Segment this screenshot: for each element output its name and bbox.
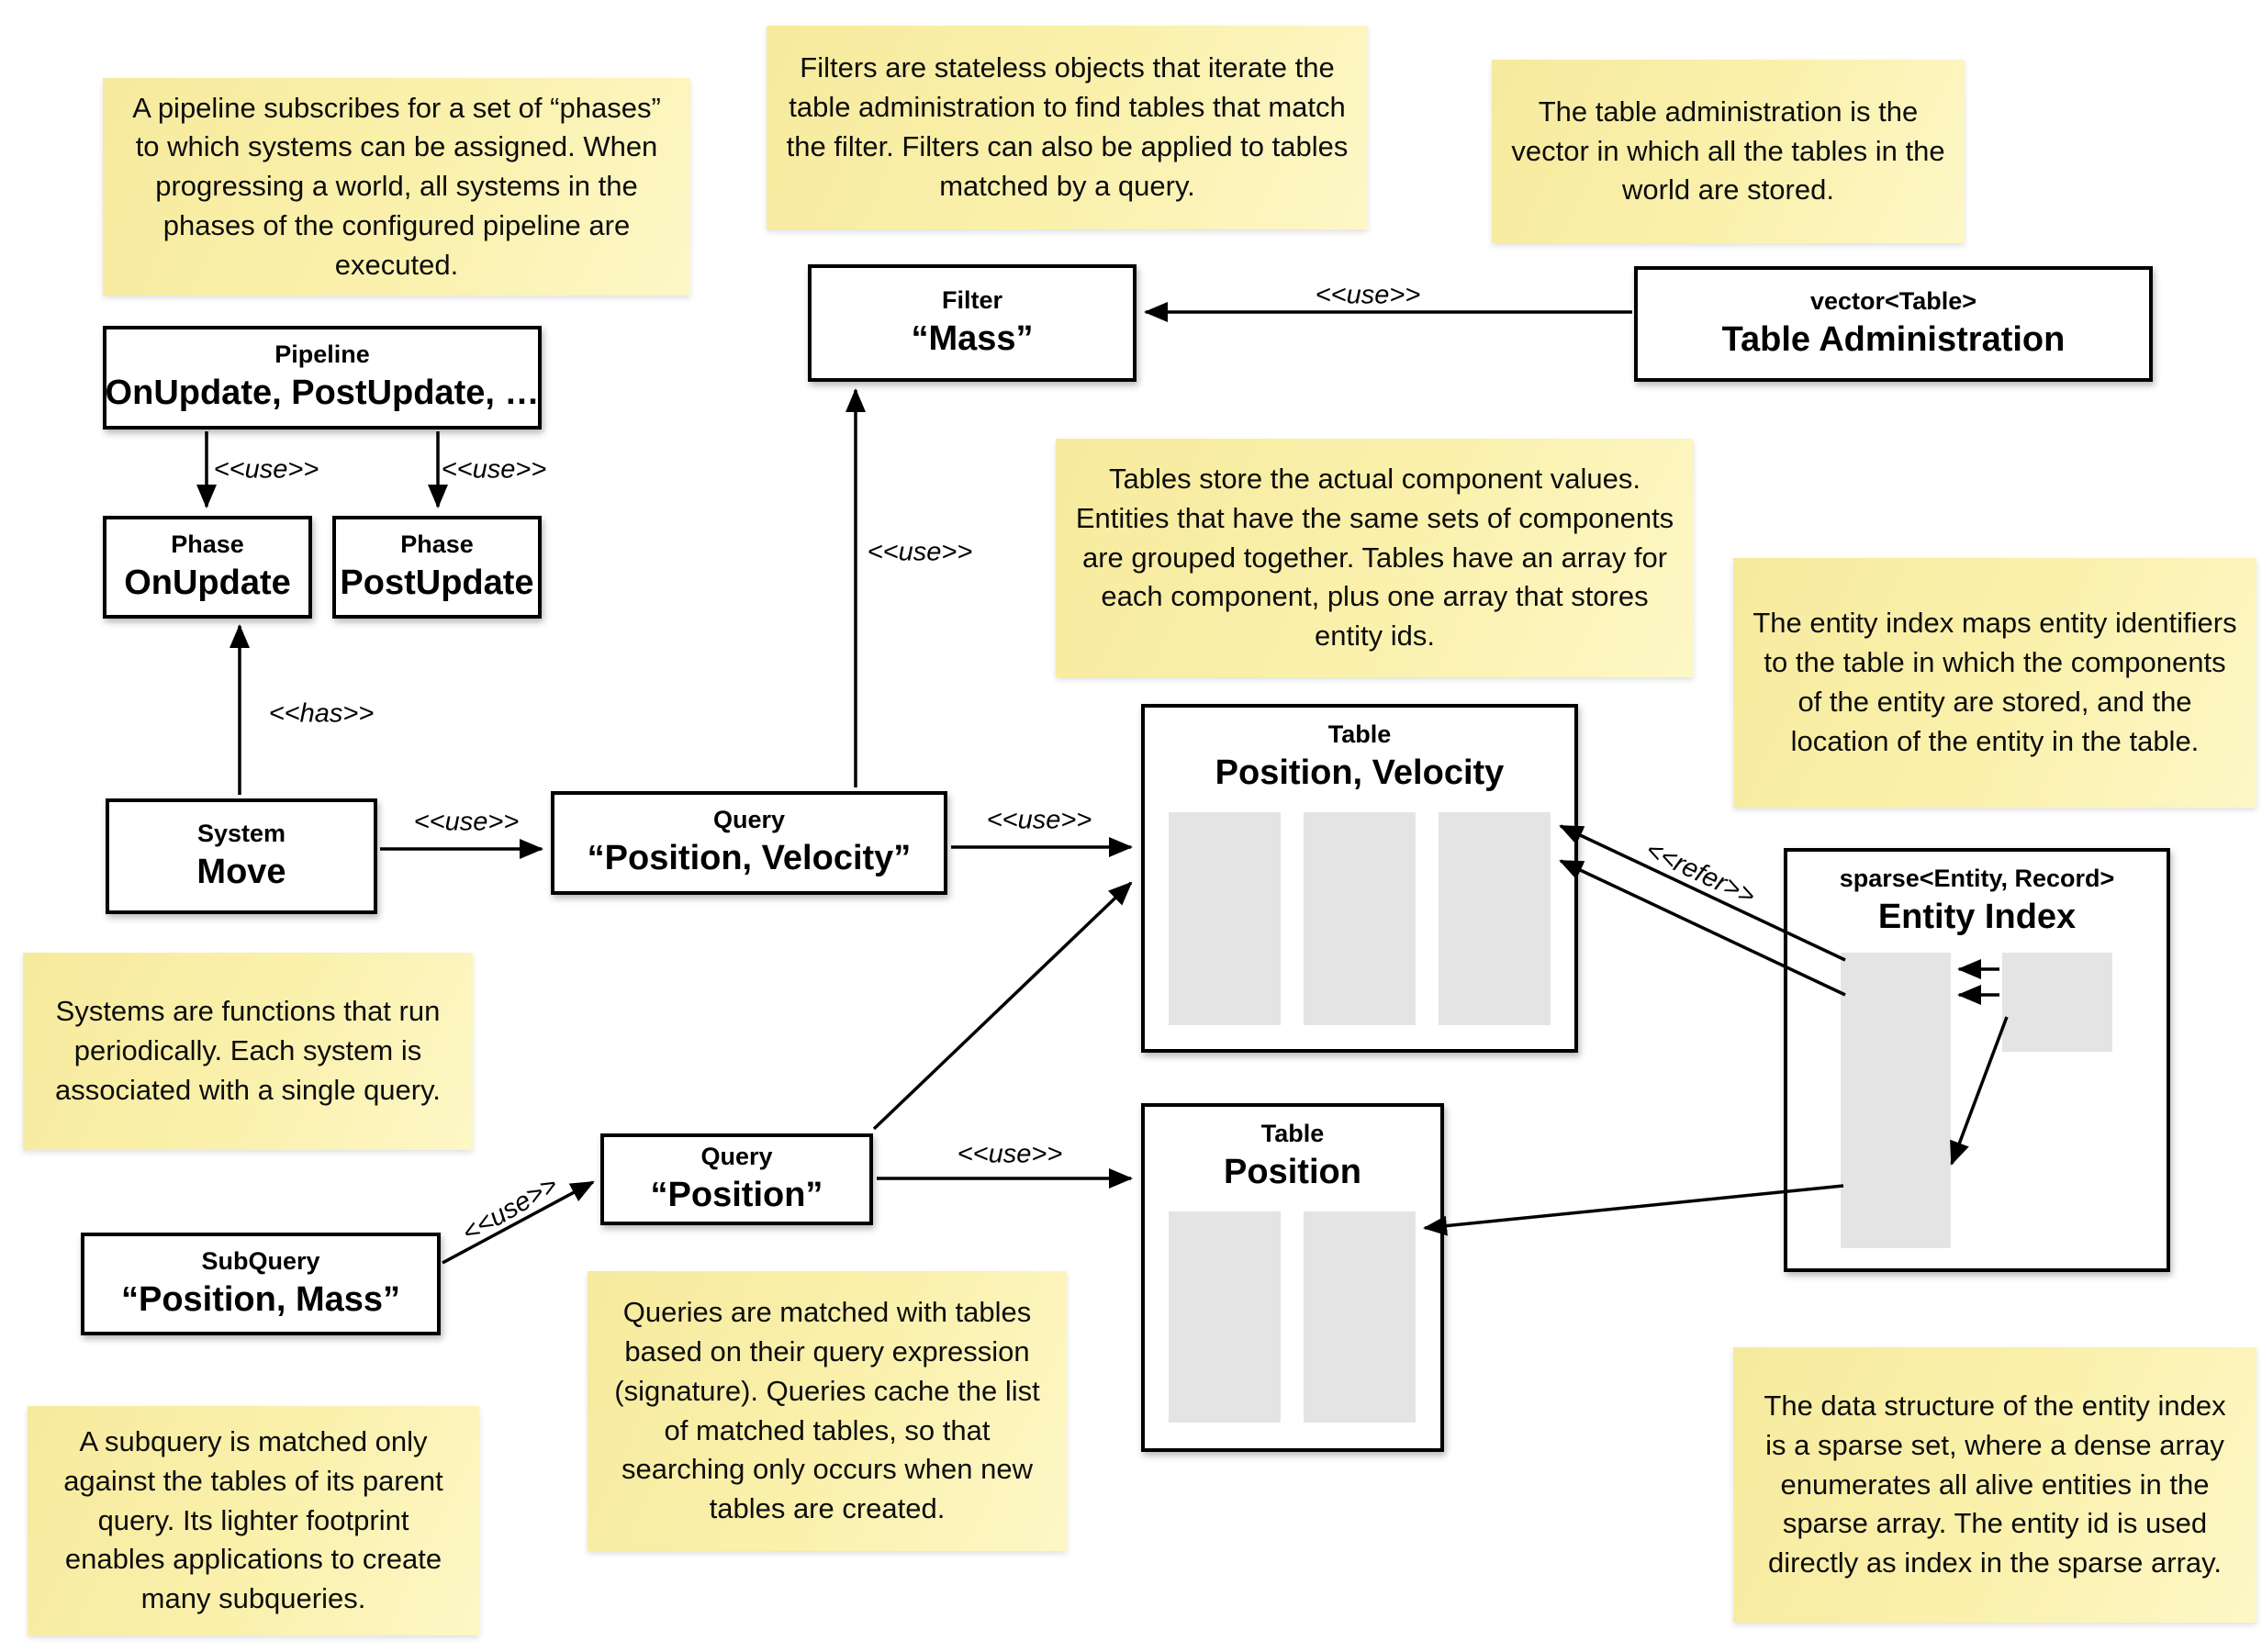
label-use-pipeline-postupdate: <<use>> (441, 454, 547, 485)
table-administration-box: vector<Table> Table Administration (1634, 266, 2153, 382)
sparse-array (1841, 953, 1951, 1248)
system-move-box: System Move (106, 798, 377, 914)
query-position-stereotype: Query (700, 1142, 773, 1170)
pipeline-name: OnUpdate, PostUpdate, … (105, 374, 540, 413)
note-queries-text: Queries are matched with tables based on… (614, 1296, 1040, 1525)
note-tables-text: Tables store the actual component values… (1075, 463, 1674, 653)
query-position-velocity-box: Query “Position, Velocity” (551, 791, 947, 895)
system-move-stereotype: System (196, 819, 286, 847)
table-position-velocity-stereotype: Table (1327, 720, 1392, 748)
filter-mass-name: “Mass” (911, 318, 1034, 358)
subquery-position-mass-stereotype: SubQuery (201, 1246, 320, 1275)
query-position-name: “Position” (650, 1175, 823, 1214)
label-has-system-phase: <<has>> (268, 698, 375, 729)
label-use-system-querypv: <<use>> (413, 807, 520, 837)
phase-onupdate-stereotype: Phase (171, 530, 244, 558)
note-filters-text: Filters are stateless objects that itera… (786, 51, 1349, 202)
table-administration-name: Table Administration (1721, 319, 2066, 359)
subquery-position-mass-box: SubQuery “Position, Mass” (81, 1233, 441, 1335)
note-filters: Filters are stateless objects that itera… (767, 26, 1368, 229)
phase-onupdate-name: OnUpdate (124, 563, 291, 602)
note-pipeline-text: A pipeline subscribes for a set of “phas… (132, 91, 661, 281)
note-entity-index: The entity index maps entity identifiers… (1733, 558, 2256, 808)
entity-index-stereotype: sparse<Entity, Record> (1839, 865, 2115, 892)
table-administration-stereotype: vector<Table> (1809, 286, 1977, 315)
filter-mass-box: Filter “Mass” (808, 264, 1137, 382)
component-array (1304, 1211, 1416, 1423)
system-move-name: Move (196, 852, 286, 891)
arrow-entityindex-to-tablepos (1423, 1184, 1844, 1236)
table-position-box: Table Position (1141, 1103, 1444, 1452)
note-table-administration: The table administration is the vector i… (1492, 60, 1965, 243)
note-sparse-set: The data structure of the entity index i… (1733, 1347, 2256, 1623)
query-position-box: Query “Position” (600, 1133, 873, 1225)
note-queries: Queries are matched with tables based on… (588, 1271, 1067, 1551)
query-position-velocity-stereotype: Query (712, 806, 786, 834)
table-position-velocity-name: Position, Velocity (1215, 753, 1505, 793)
filter-mass-stereotype: Filter (941, 285, 1002, 314)
label-use-pipeline-onupdate: <<use>> (213, 454, 319, 485)
phase-onupdate-box: Phase OnUpdate (103, 516, 312, 619)
table-position-velocity-box: Table Position, Velocity (1141, 704, 1578, 1053)
dense-array (2002, 953, 2112, 1052)
note-entity-index-text: The entity index maps entity identifiers… (1752, 607, 2237, 757)
pipeline-stereotype: Pipeline (274, 340, 370, 369)
note-subquery: A subquery is matched only against the t… (28, 1406, 479, 1635)
label-use-querypos-tablepos: <<use>> (957, 1139, 1063, 1169)
note-tables: Tables store the actual component values… (1056, 439, 1694, 677)
note-systems-text: Systems are functions that run periodica… (55, 995, 441, 1106)
note-sparse-set-text: The data structure of the entity index i… (1764, 1390, 2226, 1579)
subquery-position-mass-name: “Position, Mass” (120, 1279, 401, 1319)
table-position-stereotype: Table (1260, 1120, 1325, 1147)
label-use-tableadmin-filter: <<use>> (1315, 280, 1421, 310)
phase-postupdate-stereotype: Phase (400, 530, 474, 558)
phase-postupdate-box: Phase PostUpdate (332, 516, 542, 619)
component-array (1304, 812, 1416, 1025)
table-position-name: Position (1224, 1153, 1361, 1192)
label-use-subquery-querypos: <<use>> (457, 1170, 564, 1249)
component-array (1439, 812, 1551, 1025)
phase-postupdate-name: PostUpdate (340, 563, 534, 602)
component-array (1169, 1211, 1281, 1423)
entity-index-box: sparse<Entity, Record> Entity Index (1784, 848, 2170, 1272)
component-array (1169, 812, 1281, 1025)
note-table-administration-text: The table administration is the vector i… (1511, 95, 1945, 206)
query-position-velocity-name: “Position, Velocity” (587, 839, 912, 878)
label-use-querypv-filter: <<use>> (867, 537, 973, 567)
arrow-querypos-to-tablepv (872, 881, 1133, 1131)
label-use-querypv-tablepv: <<use>> (986, 805, 1092, 835)
note-pipeline: A pipeline subscribes for a set of “phas… (103, 78, 690, 296)
label-refer-entityindex-tablepv: <<refer>> (1641, 835, 1760, 911)
entity-index-name: Entity Index (1877, 898, 2077, 937)
pipeline-box: Pipeline OnUpdate, PostUpdate, … (103, 326, 542, 430)
note-systems: Systems are functions that run periodica… (23, 953, 473, 1150)
note-subquery-text: A subquery is matched only against the t… (63, 1425, 443, 1615)
